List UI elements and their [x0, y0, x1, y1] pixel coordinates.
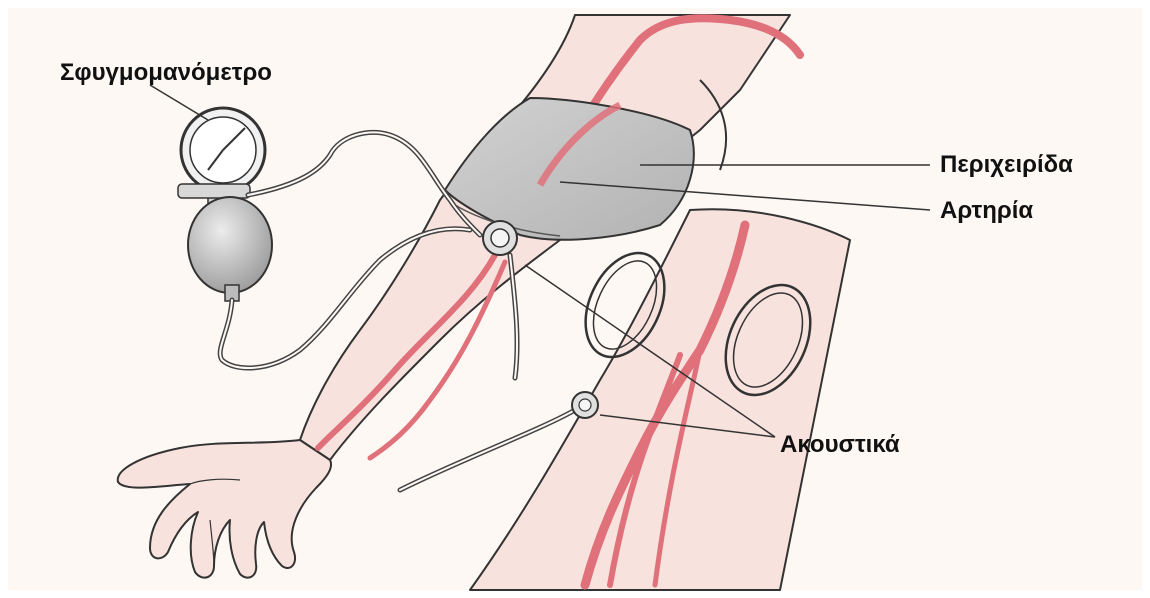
stethoscope-chestpiece [483, 221, 517, 255]
label-artery: Αρτηρία [940, 197, 1033, 224]
label-sphygmomanometer: Σφυγμομανόμετρο [60, 59, 272, 86]
label-cuff: Περιχειρίδα [940, 151, 1073, 178]
label-stethoscope: Ακουστικά [780, 431, 900, 458]
